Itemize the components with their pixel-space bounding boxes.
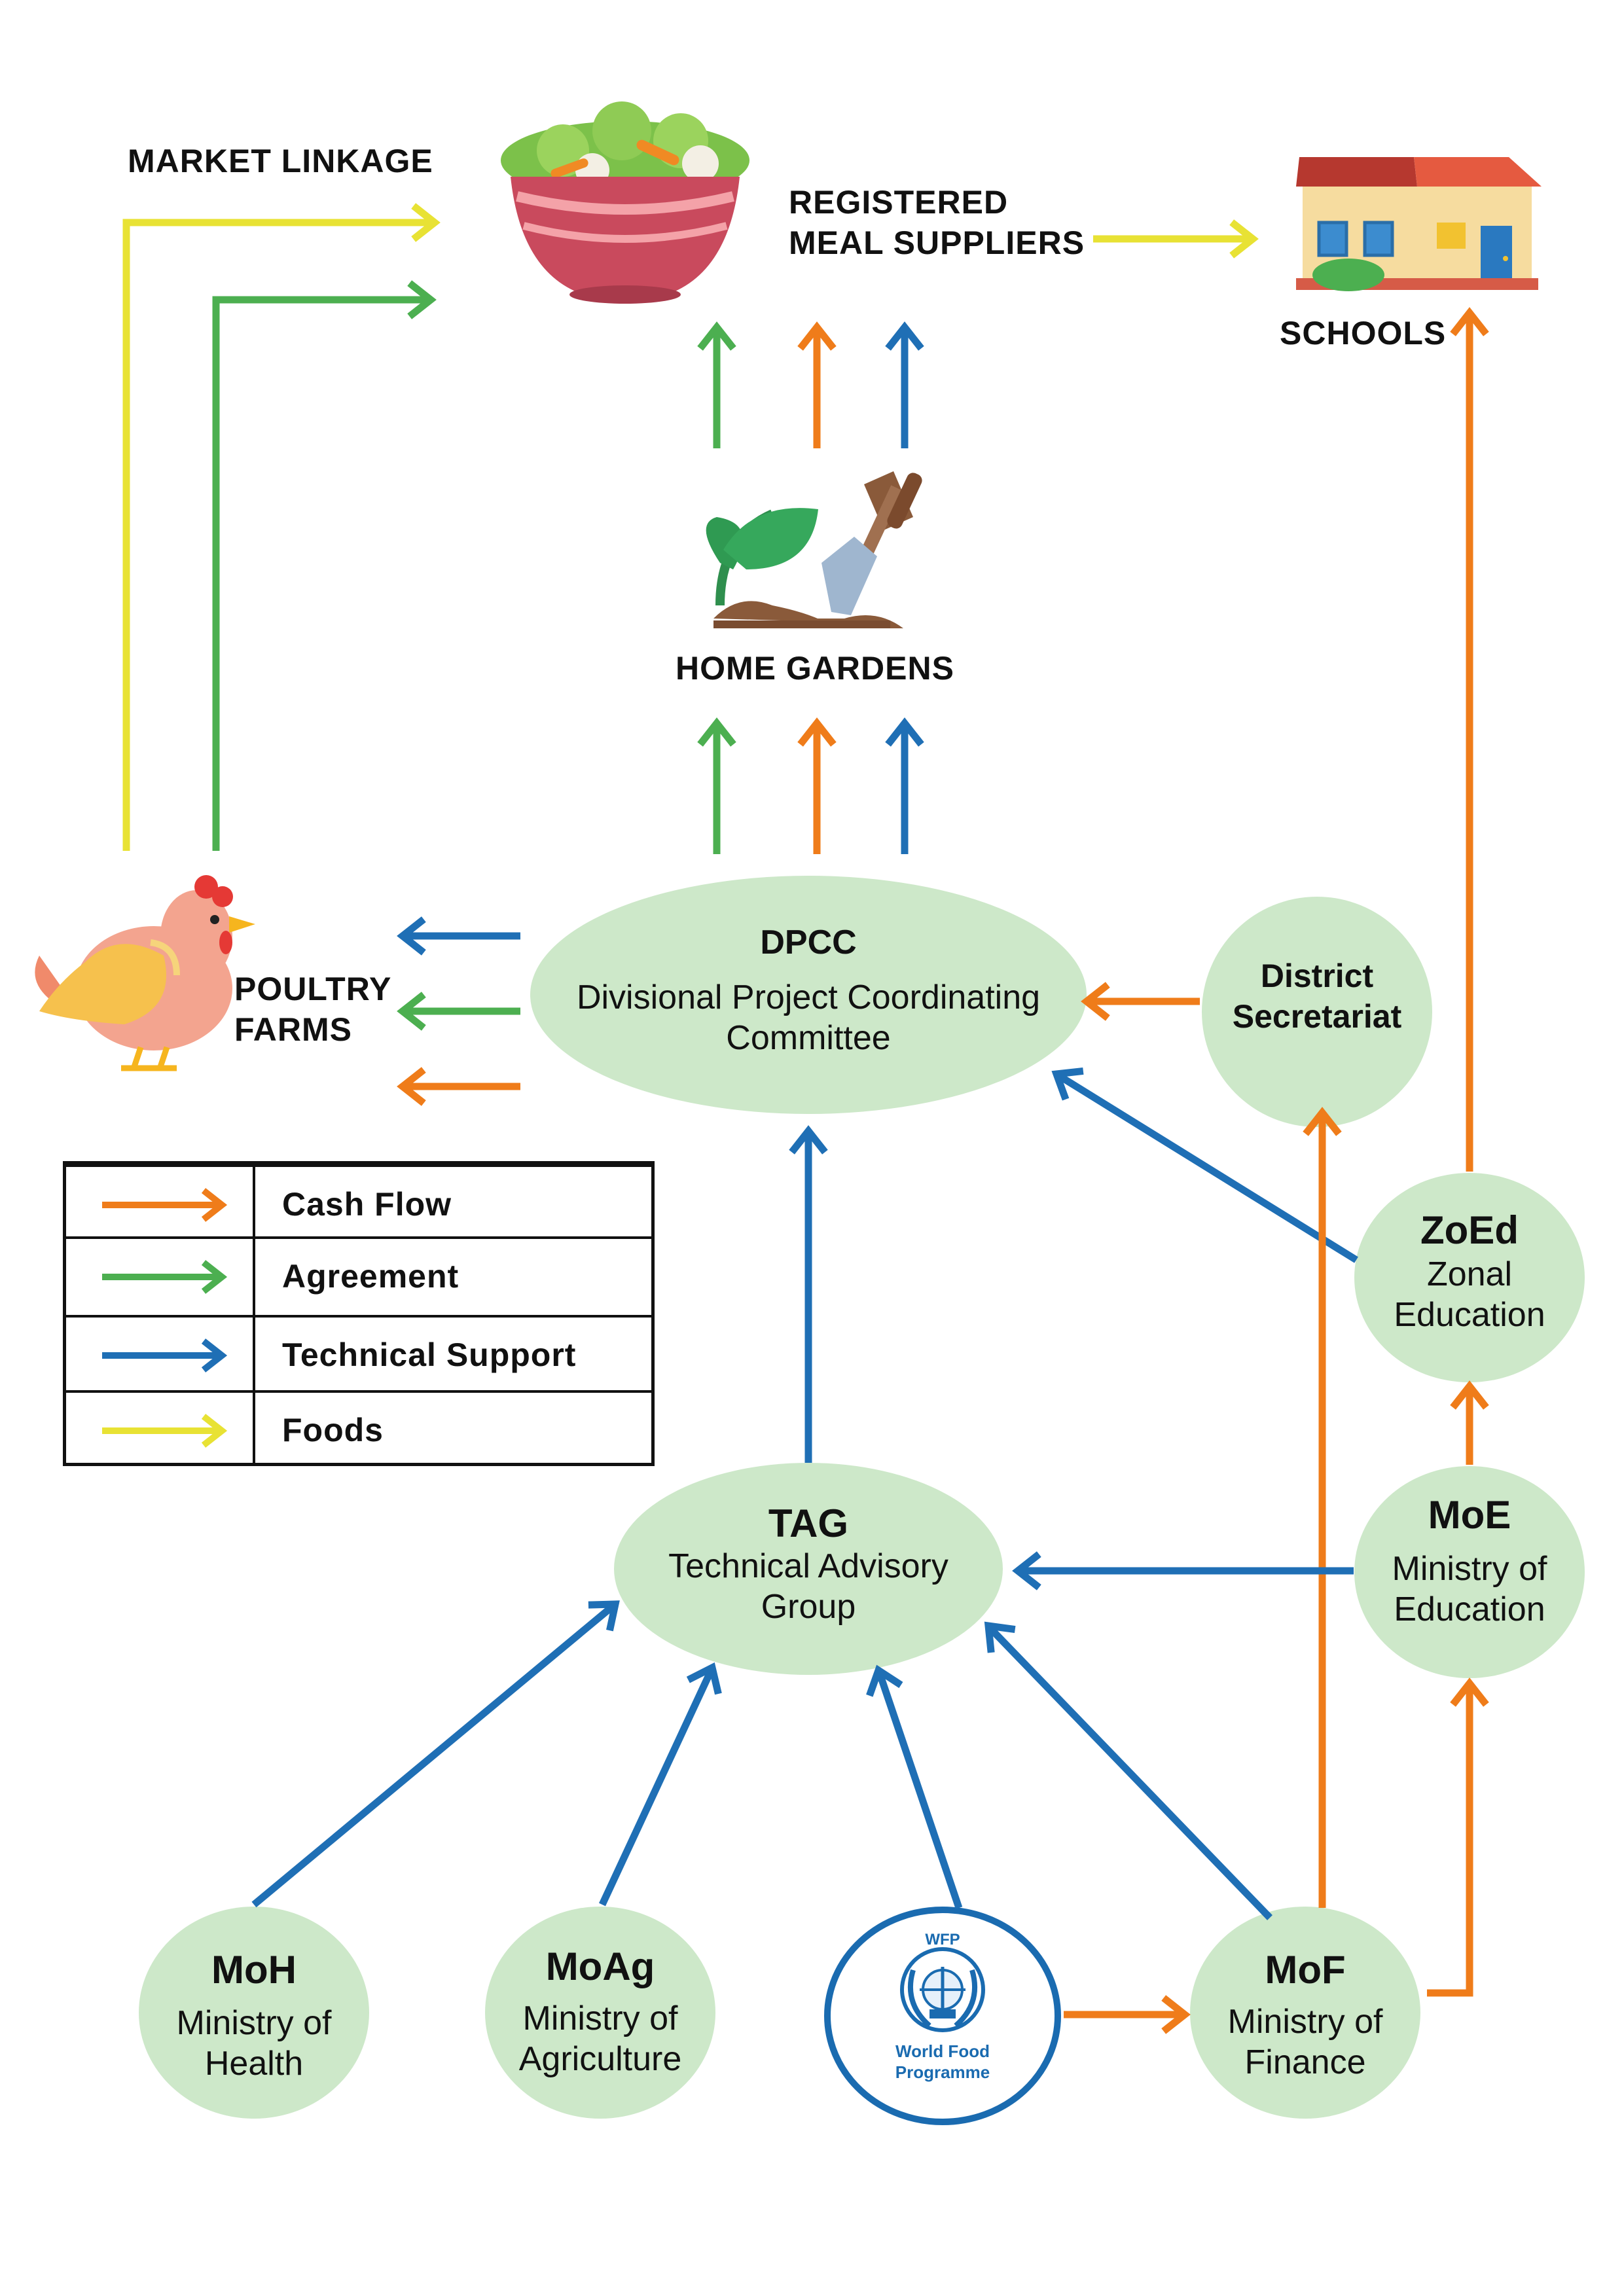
moag-abbr: MoAg [545, 1945, 655, 1988]
market-linkage-label: MARKET LINKAGE [128, 143, 433, 179]
legend-label-cash-flow: Cash Flow [282, 1186, 452, 1223]
legend-label-technical-support: Technical Support [282, 1336, 577, 1373]
district-secretariat-name: District Secretariat [1232, 958, 1402, 1035]
district-secretariat-node [1202, 897, 1432, 1127]
legend: Cash Flow Agreement Technical Support Fo… [63, 1161, 655, 1466]
moe-full-name: Ministry of Education [1392, 1550, 1547, 1628]
sprout-and-trowel-icon [706, 471, 922, 628]
moe-abbr: MoE [1428, 1493, 1511, 1537]
mof-cash-to-moe [1427, 1689, 1473, 1997]
mof-tech-to-tag [989, 1627, 1272, 1920]
dpcc-abbr: DPCC [760, 924, 857, 961]
schools-label: SCHOOLS [1280, 315, 1447, 351]
legend-agreement-arrow-icon [102, 1260, 228, 1294]
legend-row-cash-flow: Cash Flow [66, 1164, 651, 1240]
mof-abbr: MoF [1265, 1948, 1346, 1992]
poultry-farms-label: POULTRY FARMS [234, 971, 392, 1048]
zoed-tech-to-dpcc [1058, 1073, 1358, 1263]
moh-node [139, 1907, 369, 2119]
wfp-abbr: WFP [925, 1931, 960, 1948]
moh-tech-to-tag [251, 1604, 615, 1908]
home-gardens-label: HOME GARDENS [676, 650, 954, 687]
mof-node [1190, 1907, 1420, 2119]
chicken-icon [35, 875, 255, 1071]
agreement-line-market [212, 296, 428, 851]
moh-abbr: MoH [211, 1948, 297, 1992]
legend-row-technical-support: Technical Support [66, 1315, 651, 1391]
legend-cash-arrow-icon [102, 1188, 228, 1222]
mof-full-name: Ministry of Finance [1227, 2003, 1383, 2081]
moe-node [1354, 1466, 1585, 1678]
moh-full-name: Ministry of Health [176, 2004, 332, 2083]
moag-full-name: Ministry of Agriculture [518, 2000, 682, 2078]
school-building-icon [1296, 157, 1542, 291]
legend-row-agreement: Agreement [66, 1236, 651, 1312]
legend-row-foods: Foods [66, 1390, 651, 1466]
moag-node [485, 1907, 715, 2119]
zoed-full-name: Zonal Education [1394, 1255, 1545, 1334]
legend-divider [253, 1164, 255, 1463]
legend-tech-arrow-icon [102, 1338, 228, 1372]
wfp-tech-to-tag [876, 1674, 963, 1909]
tag-full-name: Technical Advisory Group [668, 1547, 948, 1626]
zoed-abbr: ZoEd [1420, 1208, 1519, 1252]
registered-meal-suppliers-label: REGISTERED MEAL SUPPLIERS [789, 184, 1085, 261]
legend-label-foods: Foods [282, 1412, 384, 1448]
wfp-full-name: World Food Programme [895, 2041, 990, 2082]
dpcc-node [530, 876, 1087, 1114]
tag-node [614, 1463, 1003, 1675]
moag-tech-to-tag [599, 1670, 713, 1907]
salad-bowl-icon [501, 101, 749, 304]
tag-abbr: TAG [768, 1501, 849, 1545]
wfp-emblem-icon [900, 1947, 985, 2032]
legend-label-agreement: Agreement [282, 1258, 460, 1295]
legend-foods-arrow-icon [102, 1414, 228, 1448]
zoed-node [1354, 1173, 1585, 1382]
dpcc-full-name: Divisional Project Coordinating Committe… [576, 978, 1041, 1057]
foods-line-market [122, 219, 432, 851]
